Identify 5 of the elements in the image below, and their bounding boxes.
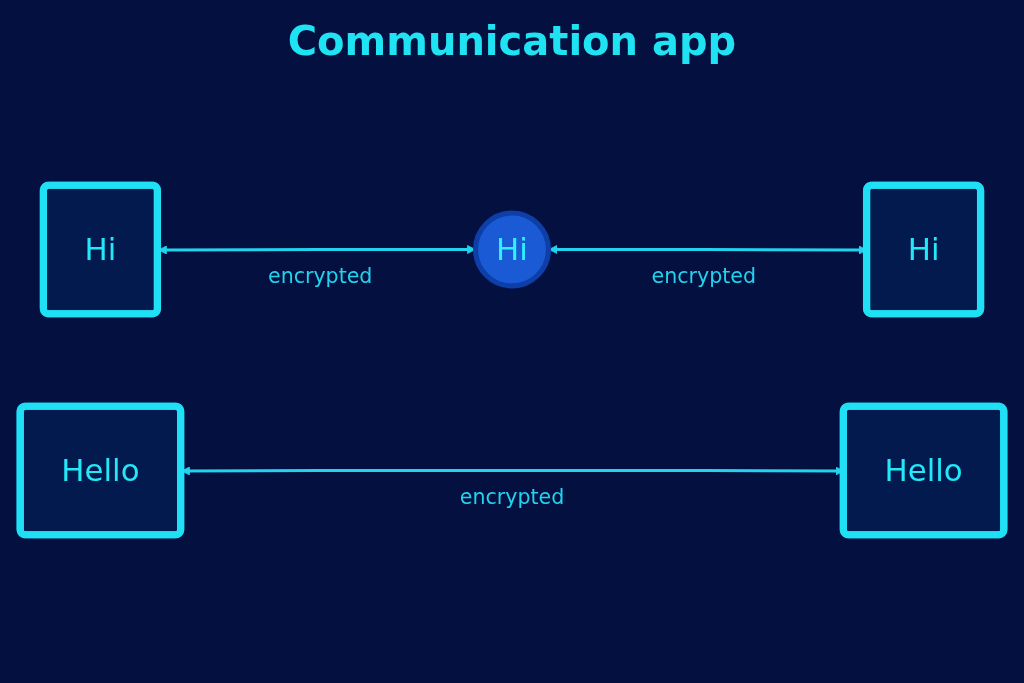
- edge-label: encrypted: [459, 484, 565, 510]
- diagram-title: Communication app: [287, 18, 737, 64]
- edge-label: encrypted: [651, 263, 756, 289]
- node-circle: Hi: [473, 210, 551, 289]
- edge-label: encrypted: [268, 263, 373, 289]
